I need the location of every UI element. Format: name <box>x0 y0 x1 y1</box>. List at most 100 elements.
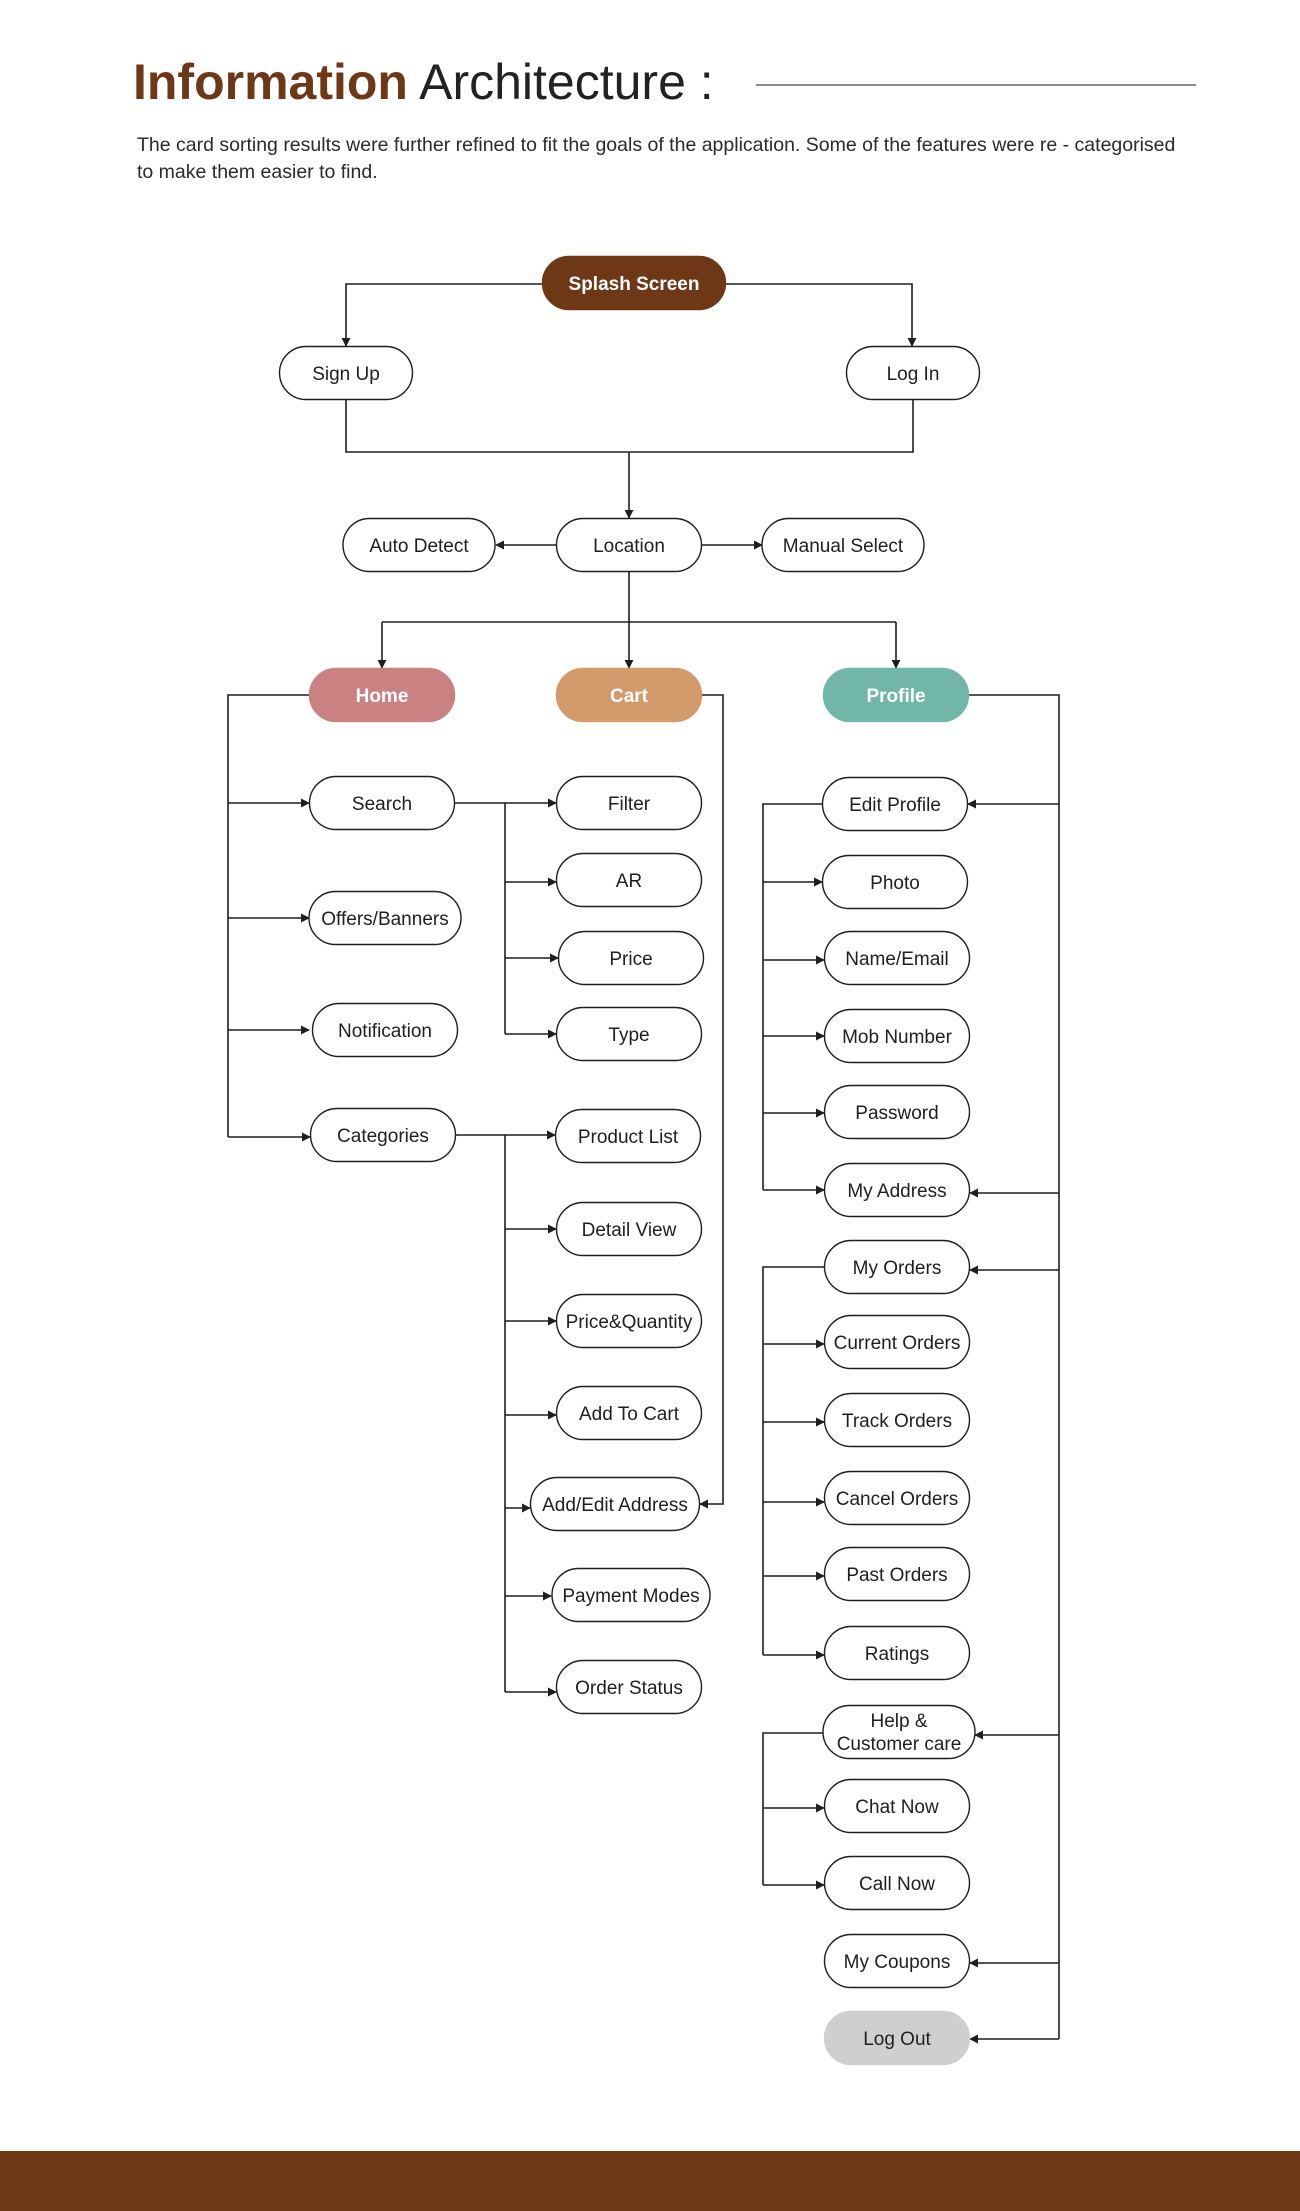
node-photo-pill <box>821 854 969 910</box>
node-productlist-pill <box>554 1108 702 1164</box>
connector <box>699 694 724 1509</box>
node-login-pill <box>845 345 981 401</box>
node-addtocart-label: Add To Cart <box>579 1404 680 1425</box>
node-detailview: Detail View <box>555 1201 703 1257</box>
node-myorders-label: My Orders <box>853 1258 942 1279</box>
node-profile: Profile <box>822 667 970 723</box>
node-chat-pill <box>823 1778 971 1834</box>
node-home-label: Home <box>356 686 409 707</box>
node-help-label-line1: Help & <box>870 1711 927 1732</box>
node-search-pill <box>308 775 456 831</box>
node-notification-pill <box>311 1002 459 1058</box>
node-cart-pill <box>555 667 703 723</box>
node-detailview-pill <box>555 1201 703 1257</box>
node-manual-pill <box>761 517 925 573</box>
node-mob-label: Mob Number <box>842 1027 952 1048</box>
node-coupons-label: My Coupons <box>844 1952 951 1973</box>
node-current: Current Orders <box>823 1314 971 1370</box>
title-rest: Architecture : <box>407 54 714 110</box>
node-auto-label: Auto Detect <box>369 536 469 557</box>
node-cancel: Cancel Orders <box>823 1470 971 1526</box>
connector <box>762 1266 824 1655</box>
node-offers: Offers/Banners <box>308 890 462 946</box>
node-type-pill <box>555 1006 703 1062</box>
node-cancel-label: Cancel Orders <box>836 1489 959 1510</box>
node-past-label: Past Orders <box>846 1565 947 1586</box>
connector <box>227 694 310 1137</box>
node-type: Type <box>555 1006 703 1062</box>
intro-paragraph: The card sorting results were further re… <box>137 134 1176 183</box>
node-nameemail-label: Name/Email <box>845 949 948 970</box>
node-help: Help &Customer care <box>822 1704 976 1760</box>
node-help-pill <box>822 1704 976 1760</box>
node-splash-label: Splash Screen <box>569 274 700 295</box>
node-cart-label: Cart <box>610 686 649 707</box>
node-profile-pill <box>822 667 970 723</box>
node-coupons-pill <box>823 1933 971 1989</box>
node-signup-pill <box>278 345 414 401</box>
node-categories-pill <box>309 1107 457 1163</box>
node-ar: AR <box>555 852 703 908</box>
node-auto: Auto Detect <box>342 517 496 573</box>
node-notification: Notification <box>311 1002 459 1058</box>
node-type-label: Type <box>608 1025 649 1046</box>
node-myaddress: My Address <box>823 1162 971 1218</box>
node-coupons: My Coupons <box>823 1933 971 1989</box>
connector <box>762 1732 823 1885</box>
node-productlist: Product List <box>554 1108 702 1164</box>
node-search-label: Search <box>352 794 412 815</box>
node-categories: Categories <box>309 1107 457 1163</box>
node-login: Log In <box>845 345 981 401</box>
node-chat-label: Chat Now <box>855 1797 939 1818</box>
node-cancel-pill <box>823 1470 971 1526</box>
node-payment: Payment Modes <box>551 1567 711 1623</box>
node-productlist-label: Product List <box>578 1127 679 1148</box>
node-signup-label: Sign Up <box>312 364 380 385</box>
node-current-pill <box>823 1314 971 1370</box>
node-categories-label: Categories <box>337 1126 429 1147</box>
node-manual-label: Manual Select <box>783 536 904 557</box>
node-location-pill <box>555 517 703 573</box>
node-orderstatus-label: Order Status <box>575 1678 683 1699</box>
node-priceqty: Price&Quantity <box>555 1293 703 1349</box>
title-divider <box>756 84 1196 86</box>
node-myaddress-label: My Address <box>847 1181 946 1202</box>
connector <box>456 1134 506 1692</box>
title-accent: Information <box>133 54 408 110</box>
node-login-label: Log In <box>887 364 940 385</box>
node-filter-pill <box>555 775 703 831</box>
node-myaddress-pill <box>823 1162 971 1218</box>
node-manual: Manual Select <box>761 517 925 573</box>
node-addtocart-pill <box>555 1385 703 1441</box>
node-nameemail: Name/Email <box>823 930 971 986</box>
node-nameemail-pill <box>823 930 971 986</box>
node-filter-label: Filter <box>608 794 651 815</box>
node-call: Call Now <box>823 1855 971 1911</box>
node-addedit-label: Add/Edit Address <box>542 1495 688 1516</box>
node-auto-pill <box>342 517 496 573</box>
node-profile-label: Profile <box>866 686 925 707</box>
node-offers-pill <box>308 890 462 946</box>
connector <box>455 802 506 1034</box>
node-track-label: Track Orders <box>842 1411 952 1432</box>
node-price-pill <box>557 930 705 986</box>
node-signup: Sign Up <box>278 345 414 401</box>
node-ar-label: AR <box>616 871 642 892</box>
node-myorders: My Orders <box>823 1239 971 1295</box>
node-payment-label: Payment Modes <box>562 1586 699 1607</box>
node-location: Location <box>555 517 703 573</box>
node-home: Home <box>308 667 456 723</box>
connector <box>762 803 822 1190</box>
node-help-label-line2: Customer care <box>837 1734 962 1755</box>
node-myorders-pill <box>823 1239 971 1295</box>
node-location-label: Location <box>593 536 665 557</box>
footer-bar <box>0 2151 1300 2211</box>
node-orderstatus: Order Status <box>555 1659 703 1715</box>
node-cart: Cart <box>555 667 703 723</box>
node-notification-label: Notification <box>338 1021 432 1042</box>
node-editprofile-label: Edit Profile <box>849 795 941 816</box>
node-chat: Chat Now <box>823 1778 971 1834</box>
node-track: Track Orders <box>823 1392 971 1448</box>
